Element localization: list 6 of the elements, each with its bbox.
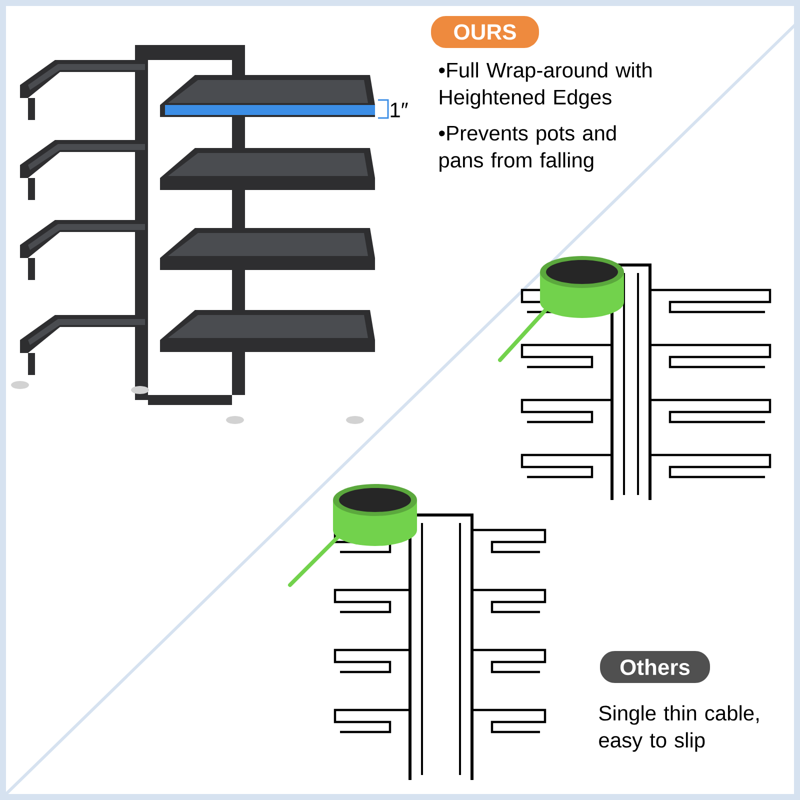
- badge: Others: [600, 651, 710, 683]
- feature-text: Single thin cable, easy to slip: [599, 705, 759, 752]
- badge: OURS: [431, 16, 539, 48]
- feature-text: •Prevents pots and pans from falling: [439, 125, 616, 172]
- feature-text: •Full Wrap-around with Heightened Edges: [439, 62, 652, 109]
- dimension-label: 1″: [390, 102, 408, 118]
